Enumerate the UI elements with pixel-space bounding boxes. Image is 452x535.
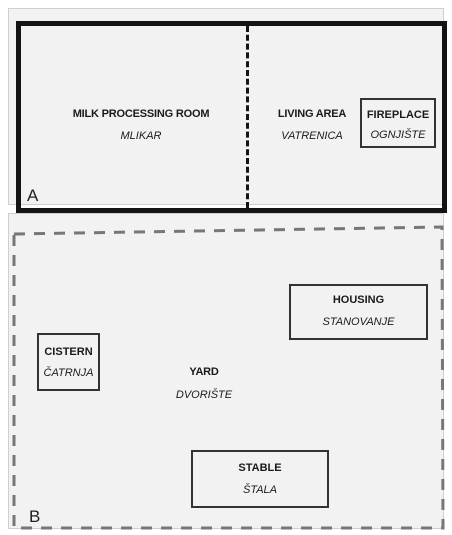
room-subtitle: VATRENICA [281,129,343,142]
area-title: HOUSING [332,294,385,306]
panel-label-b: B [29,507,41,526]
yard-label: YARD DVORIŠTE [164,366,244,403]
panel-label-a: A [27,186,39,205]
area-title: YARD [189,366,219,378]
living-area: LIVING AREA VATRENICA [267,108,357,144]
room-subtitle: MLIKAR [120,129,162,142]
area-title: CISTERN [44,346,93,358]
area-subtitle: DVORIŠTE [175,388,233,401]
room-title: FIREPLACE [366,109,430,121]
room-title: MILK PROCESSING ROOM [72,108,210,120]
area-subtitle: STANOVANJE [322,316,395,328]
area-subtitle: ŠTALA [242,484,278,496]
room-subtitle: OGNJIŠTE [370,129,426,141]
room-title: LIVING AREA [277,108,347,120]
stable-box: STABLE ŠTALA [191,450,329,508]
house-outline: MILK PROCESSING ROOM MLIKAR LIVING AREA … [16,21,447,213]
panel-b: HOUSING STANOVANJE CISTERN ČATRNJA YARD … [8,213,445,530]
housing-box: HOUSING STANOVANJE [289,284,428,340]
dashed-boundary [12,225,445,530]
area-title: STABLE [238,462,282,474]
dashed-partition [246,26,249,208]
milk-processing-room: MILK PROCESSING ROOM MLIKAR [71,108,211,144]
area-subtitle: ČATRNJA [43,367,94,379]
cistern-box: CISTERN ČATRNJA [37,333,100,391]
panel-a: MILK PROCESSING ROOM MLIKAR LIVING AREA … [8,8,447,213]
fireplace-box: FIREPLACE OGNJIŠTE [360,98,436,148]
